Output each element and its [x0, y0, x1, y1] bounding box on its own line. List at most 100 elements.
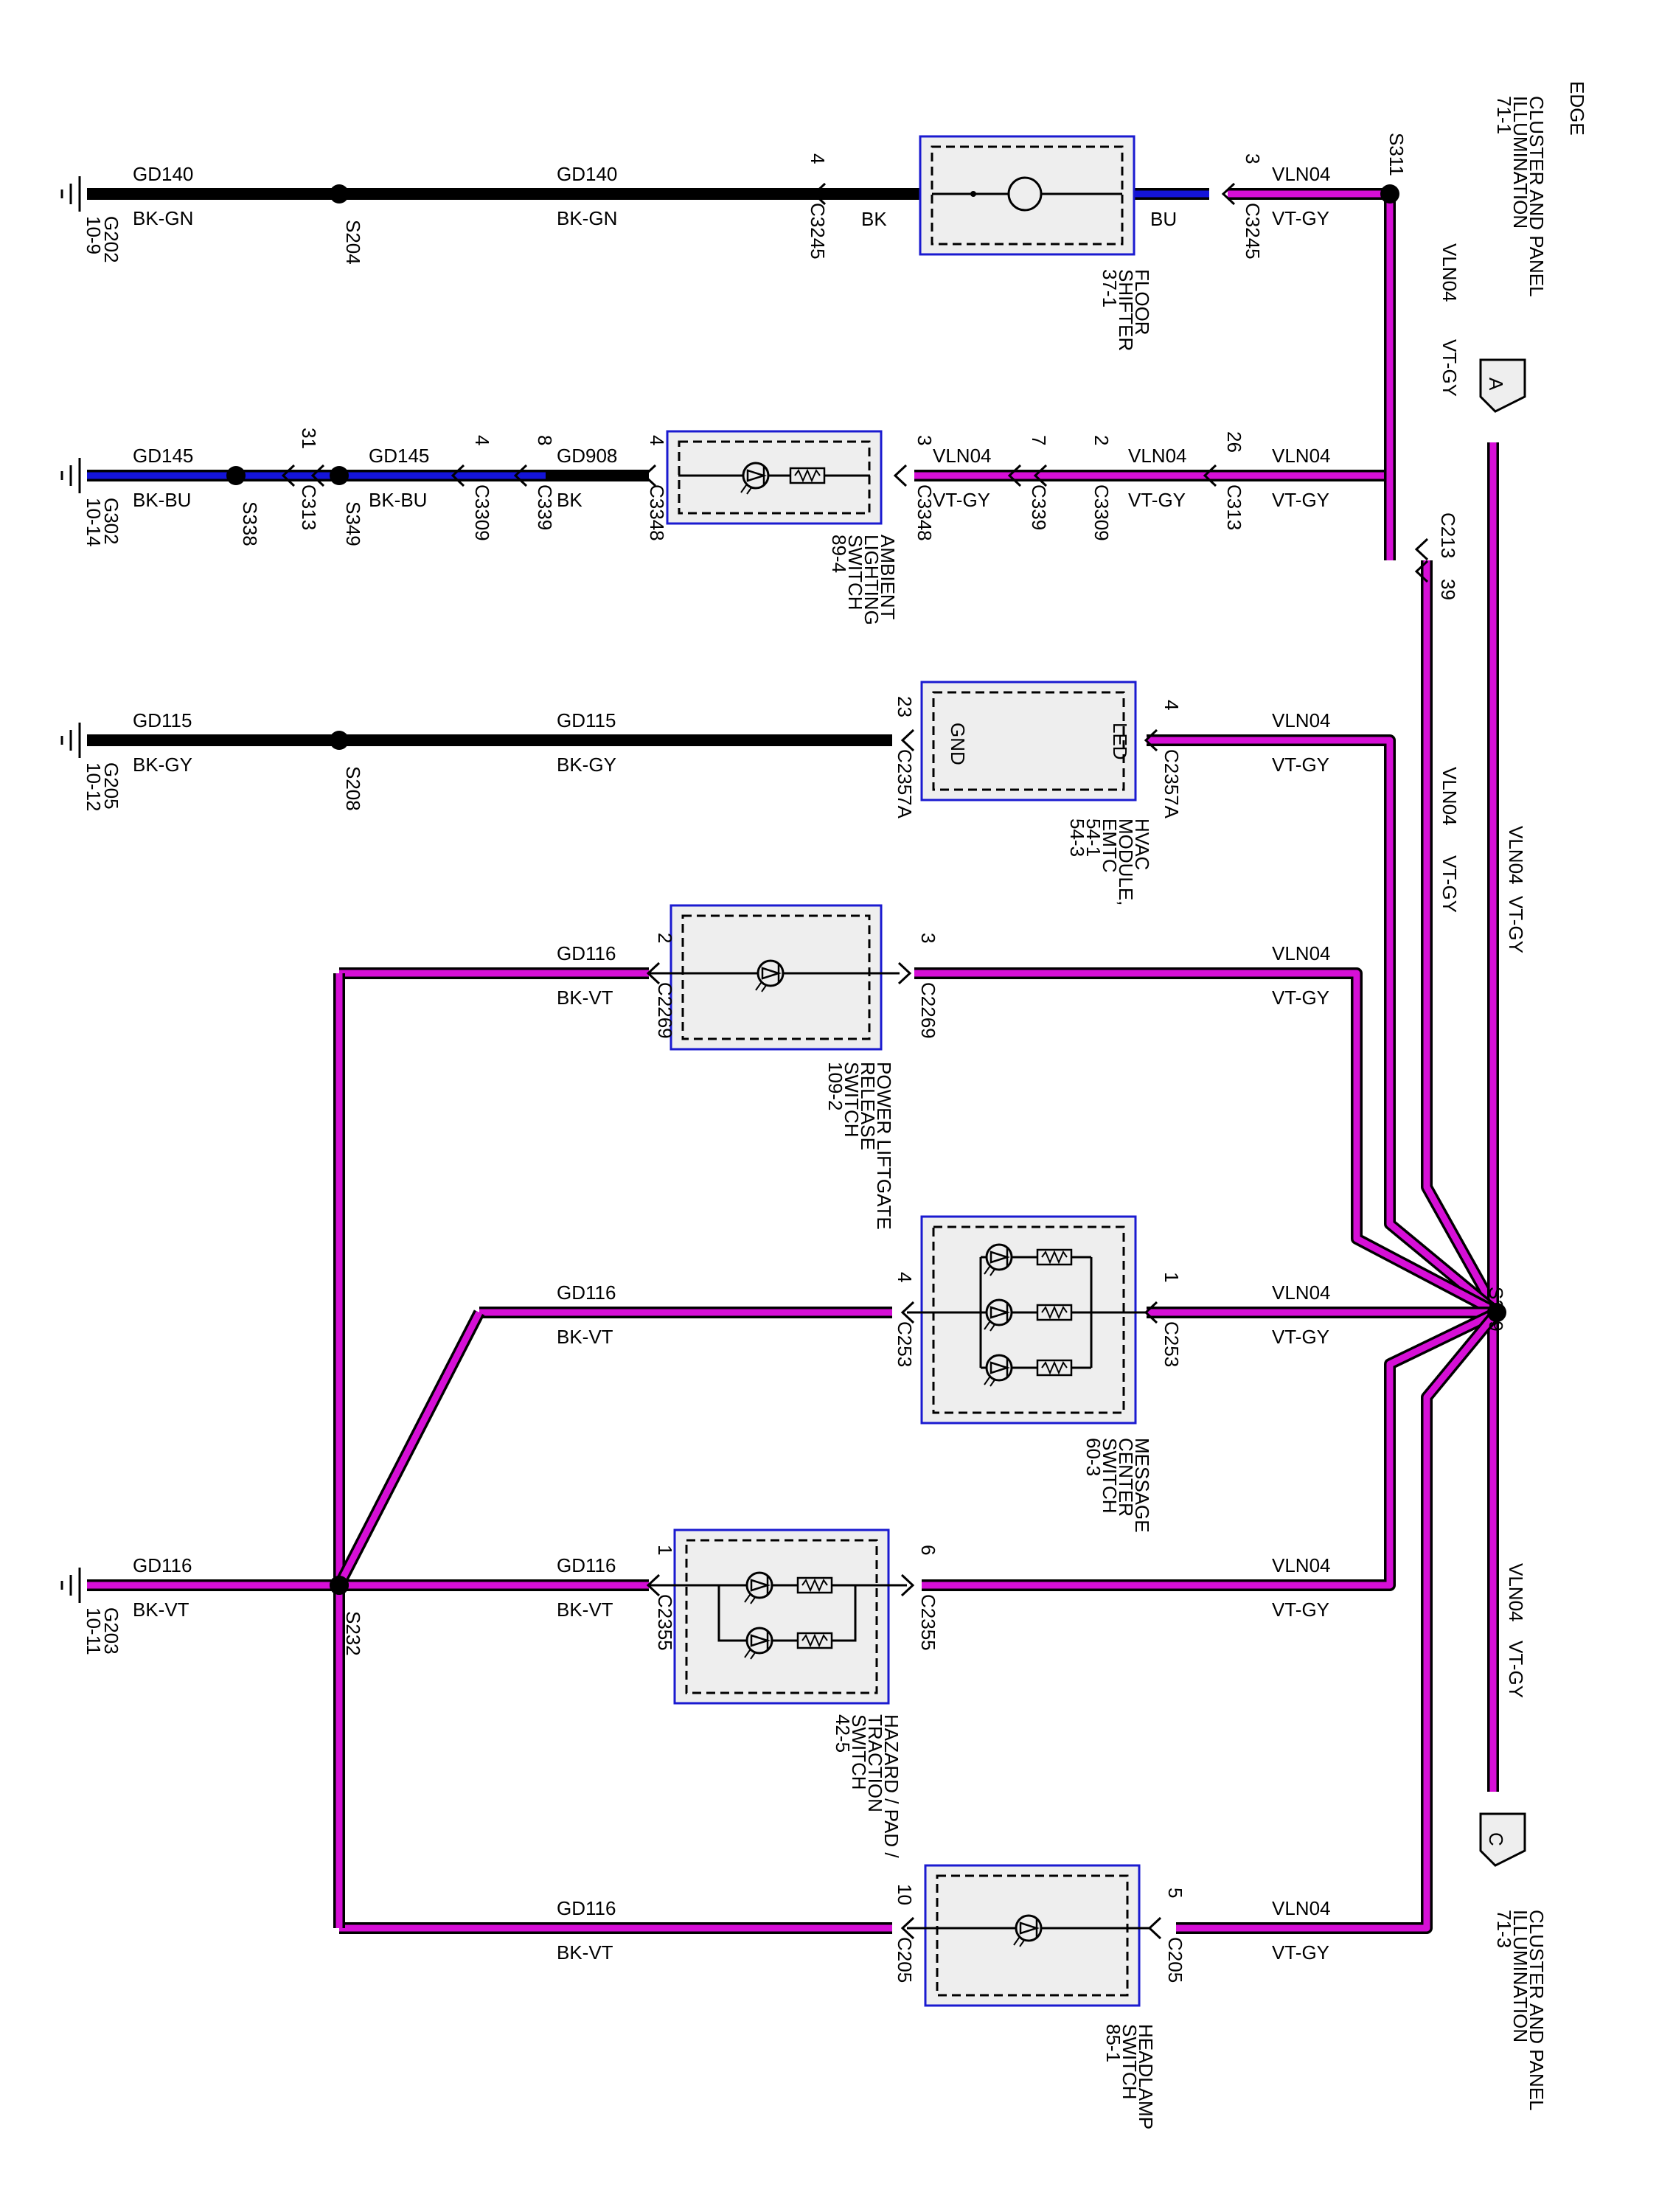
- row2-led-label: LED: [1109, 723, 1131, 760]
- row4-resistor-icon-0: [1036, 1248, 1073, 1266]
- connector-c213-ref: C213: [1437, 512, 1459, 558]
- row2-hvac-box: [920, 681, 1137, 801]
- offpage-a-flag: [1479, 358, 1526, 413]
- row1-component-3: 89-4: [828, 535, 850, 573]
- row3-in-conn: C2269: [917, 982, 939, 1039]
- row3-in-wire-color: VT-GY: [1272, 987, 1329, 1009]
- row1-wire-1-color: VT-GY: [1128, 489, 1186, 511]
- connector-c213-arrow-a: [1414, 538, 1429, 561]
- connector-c253-out: [900, 1301, 915, 1324]
- row2-gnd-wire-1-color: BK-GY: [133, 754, 192, 776]
- row1-gnd-wire-1-color: BK-BU: [369, 489, 427, 511]
- trunk-wire-3-circuit: VLN04: [1505, 1563, 1527, 1622]
- splice-s208-label: S208: [342, 766, 364, 811]
- row3-component-0: POWER LIFTGATE: [873, 1062, 895, 1230]
- row5-main-gnd-wire-color: BK-VT: [133, 1599, 189, 1621]
- row2-component-0: HVAC: [1131, 818, 1153, 870]
- connector-c2355-out: [646, 1573, 661, 1597]
- row4-resistor-icon-2: [1036, 1359, 1073, 1377]
- row2-in-wire-color: VT-GY: [1272, 754, 1329, 776]
- connector-c313-out: [281, 464, 296, 487]
- row5-out-conn: C2355: [654, 1594, 676, 1651]
- splice-s349-label: S349: [342, 501, 364, 546]
- row1-wire-0-color: VT-GY: [1272, 489, 1329, 511]
- row1-gconn-3-conn: C313: [298, 484, 320, 530]
- row2-component-3: 54-1: [1082, 818, 1105, 857]
- row3-in-pin: 3: [917, 933, 939, 943]
- offpage-a-desc-2: 71-1: [1493, 96, 1515, 134]
- splice-s204-label: S204: [342, 220, 364, 265]
- wire-row5-in-stripe: [922, 1309, 1498, 1589]
- row1-gconn-1-pin: 8: [534, 435, 556, 445]
- row1-gconn-2-conn: C3309: [471, 484, 493, 541]
- row2-component-2: EMTC: [1099, 818, 1121, 873]
- row3-component-2: SWITCH: [841, 1062, 863, 1138]
- splice-s232-dot: [330, 1576, 349, 1595]
- row6-component-0: HEADLAMP: [1135, 2024, 1157, 2129]
- ground-g302-page: 10-14: [83, 498, 105, 547]
- connector-c313-out-b: [310, 464, 325, 487]
- row1-conn-0-pin: 26: [1223, 431, 1245, 453]
- offpage-c-letter: C: [1485, 1832, 1507, 1846]
- wire-c213-s209-stripe: [1423, 560, 1500, 1315]
- row0-gnd-wire-1-color: BK-GN: [133, 207, 193, 229]
- row2-out-conn: C2357A: [894, 749, 916, 819]
- row6-component-2: 85-1: [1102, 2024, 1124, 2062]
- row1-component-1: LIGHTING: [860, 535, 883, 625]
- row0-in-wire-color: VT-GY: [1272, 207, 1329, 229]
- connector-c2357a-in: [1144, 728, 1158, 752]
- trunk-wire-2-color: VT-GY: [1505, 896, 1527, 953]
- row5-internal-loop: [717, 1585, 857, 1642]
- ground-g302: [60, 456, 81, 495]
- row3-gnd-wire-circuit: GD116: [557, 942, 616, 964]
- row3-in-wire-circuit: VLN04: [1272, 942, 1331, 964]
- row1-conn-1-pin: 2: [1091, 435, 1113, 445]
- row1-conn-2-pin: 7: [1028, 435, 1050, 445]
- connector-c3245-in: [1221, 182, 1236, 206]
- row0-floor-shifter-dash: [931, 145, 1124, 246]
- row1-gnd-wire-0-circuit: GD908: [557, 445, 617, 467]
- connector-c313-in: [1203, 464, 1217, 487]
- wire-row6-in-stripe: [1176, 1310, 1500, 1932]
- row5-component-1: TRACTION: [864, 1714, 886, 1812]
- row4-in-conn: C253: [1161, 1321, 1183, 1367]
- connector-c213-pin: 39: [1437, 579, 1459, 600]
- offpage-c-desc-1: ILLUMINATION: [1509, 1910, 1531, 2042]
- offpage-a-letter: A: [1485, 378, 1507, 391]
- row5-component-0: HAZARD / PAD /: [880, 1714, 902, 1858]
- row1-gconn-1-conn: C339: [534, 484, 556, 530]
- row0-shift-sensor: [1007, 176, 1043, 212]
- row1-component-2: SWITCH: [844, 535, 866, 611]
- row4-message-box: [920, 1215, 1137, 1425]
- row5-component-2: SWITCH: [848, 1714, 870, 1790]
- row0-component-2: 37-1: [1099, 269, 1121, 307]
- row5-in-wire-circuit: VLN04: [1272, 1554, 1331, 1576]
- row3-gnd-wire-color: BK-VT: [557, 987, 613, 1009]
- row0-box-out-color: BK: [861, 208, 887, 230]
- row1-conn-3-pin: 3: [914, 435, 936, 445]
- row1-gconn-0-conn: C3348: [646, 484, 668, 541]
- splice-s349: [330, 466, 349, 485]
- row4-component-3: 60-3: [1082, 1438, 1105, 1476]
- row2-gnd-wire-0-color: BK-GY: [557, 754, 616, 776]
- row4-gnd-wire-circuit: GD116: [557, 1281, 616, 1304]
- row5-in-pin: 6: [917, 1545, 939, 1555]
- ground-g203: [60, 1566, 81, 1604]
- row0-out-pin: 4: [807, 153, 829, 164]
- splice-s311: [1380, 184, 1399, 204]
- row1-gnd-wire-2-color: BK-BU: [133, 489, 191, 511]
- connector-c3309-out: [451, 464, 465, 487]
- row1-gconn-3-pin: 31: [298, 428, 320, 449]
- splice-s232-label: S232: [342, 1611, 364, 1656]
- row5-out-pin: 1: [654, 1545, 676, 1555]
- row2-hvac-dash: [932, 691, 1125, 791]
- connector-c3309-in: [1033, 464, 1048, 487]
- trunk-wire-0-circuit: VLN04: [1439, 243, 1461, 302]
- row1-ambient-box: [666, 430, 883, 525]
- row5-hazard-dash: [685, 1539, 878, 1694]
- row2-component-4: 54-3: [1066, 818, 1088, 857]
- offpage-c-desc-2: 71-3: [1493, 1910, 1515, 1948]
- splice-s209-label: S209: [1485, 1287, 1507, 1332]
- row1-gnd-wire-1-circuit: GD145: [369, 445, 429, 467]
